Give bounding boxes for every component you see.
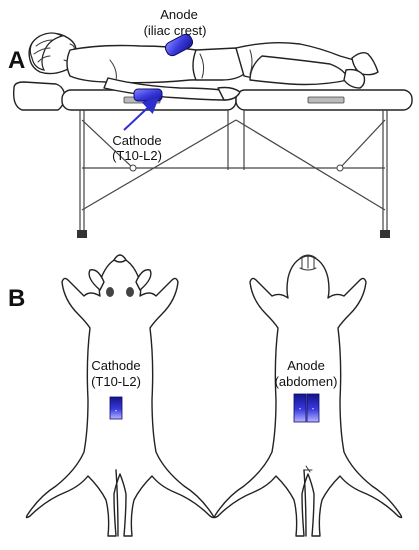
anode-electrode-a bbox=[164, 33, 194, 57]
anode-label-b-line2: (abdomen) bbox=[275, 374, 338, 389]
panel-b: B - Cathode (T10-L2) bbox=[8, 254, 403, 537]
anode-label-a-line1: Anode bbox=[160, 7, 198, 22]
panel-a-letter: A bbox=[8, 47, 25, 74]
table-legs bbox=[77, 110, 390, 238]
cathode-electrode-b: - bbox=[109, 396, 123, 420]
anode-electrode-b-right: - bbox=[306, 393, 320, 423]
rat-dorsal-eye-left bbox=[106, 287, 114, 297]
cathode-electrode-b-sign: - bbox=[115, 406, 118, 415]
anode-electrode-b-left-sign: - bbox=[299, 404, 302, 413]
cathode-arrow bbox=[123, 97, 159, 131]
rat-ventral-mouth bbox=[299, 254, 317, 271]
rat-dorsal-eye-right bbox=[126, 287, 134, 297]
rat-dorsal-tail bbox=[115, 469, 119, 537]
table-head-cushion bbox=[12, 81, 66, 111]
anode-electrode-b-left: - bbox=[293, 393, 307, 423]
cathode-label-b-line1: Cathode bbox=[91, 358, 140, 373]
person-foot-lower bbox=[343, 68, 366, 89]
panel-a: A bbox=[8, 7, 413, 238]
panel-b-letter: B bbox=[8, 285, 25, 312]
supine-person bbox=[28, 32, 379, 101]
rat-dorsal-nose bbox=[113, 254, 127, 263]
cathode-electrode-a bbox=[133, 88, 163, 102]
rat-ventral-tail bbox=[303, 469, 307, 537]
cathode-label-a-line2: (T10-L2) bbox=[112, 148, 162, 163]
person-hand bbox=[217, 86, 241, 101]
table-handle-right bbox=[307, 96, 345, 104]
rat-dorsal-ear-left bbox=[88, 269, 105, 291]
anode-label-b-line1: Anode bbox=[287, 358, 325, 373]
person-leg-lower bbox=[249, 55, 349, 86]
cathode-label-a-line1: Cathode bbox=[112, 133, 161, 148]
person-pelvis bbox=[192, 47, 246, 81]
rat-dorsal-ear-right bbox=[135, 269, 152, 291]
anode-label-a-line2: (iliac crest) bbox=[144, 23, 207, 38]
anode-electrode-b-right-sign: - bbox=[312, 404, 315, 413]
cathode-label-b-line2: (T10-L2) bbox=[91, 374, 141, 389]
rat-dorsal bbox=[25, 254, 215, 537]
person-hair bbox=[29, 32, 64, 71]
treatment-table bbox=[12, 81, 413, 238]
